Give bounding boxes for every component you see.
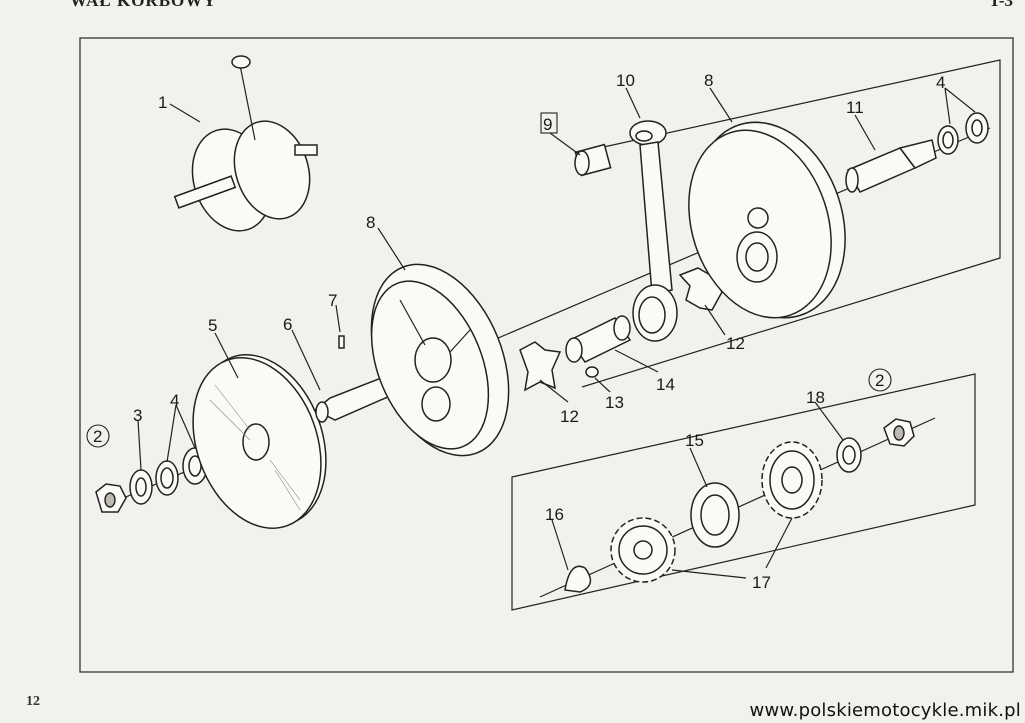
part-nut-right [883,418,915,447]
part-sprocket-large [761,441,823,519]
callout-10: 10 [616,71,635,90]
part-spacer-ring [690,482,740,548]
sprocket-group-outline [511,373,976,611]
diagram-frame [79,37,1014,673]
part-bearing-cage-left [519,341,562,392]
callout-4-left: 4 [170,391,179,410]
part-roller [585,366,599,378]
callout-8-right: 8 [704,71,713,90]
callout-box-9 [540,112,558,134]
callout-circle-2-right [868,368,892,392]
part-crank-pin [565,315,632,363]
callout-18: 18 [806,388,825,407]
part-crank-web-right [688,121,846,319]
callout-2-left: 2 [93,427,102,446]
part-connecting-rod [629,120,678,342]
callout-3: 3 [133,406,142,425]
section-code: T-3 [989,0,1013,10]
callout-8-left: 8 [366,213,375,232]
callout-13: 13 [605,393,624,412]
part-crankshaft-assembly [173,55,318,232]
callout-circle-2-left [86,424,110,448]
part-tab-lock [564,565,592,593]
callout-1: 1 [158,93,167,112]
callout-2-right: 2 [875,371,884,390]
callout-4-right: 4 [936,73,945,92]
callout-17: 17 [752,573,771,592]
part-crank-web-left [370,263,510,457]
page-number: 12 [26,694,40,709]
callout-9: 9 [543,115,552,134]
callout-11: 11 [846,98,864,117]
part-key [338,335,345,349]
callout-14: 14 [656,375,675,394]
upper-group-outline [581,59,1001,388]
part-flywheel-disk [192,354,327,529]
part-bushing [574,143,612,177]
callout-12-right: 12 [726,334,745,353]
callout-5: 5 [208,316,217,335]
leader-lines [137,87,976,579]
callout-15: 15 [685,431,704,450]
page-title: WAŁ KORBOWY [70,0,217,10]
callout-16: 16 [545,505,564,524]
callout-12-left: 12 [560,407,579,426]
part-sprocket-small [610,517,676,583]
callout-6: 6 [283,315,292,334]
callout-7: 7 [328,291,337,310]
part-output-shaft [845,139,937,193]
part-nut-left [95,483,127,513]
watermark-url: www.polskiemotocykle.mik.pl [749,700,1021,721]
